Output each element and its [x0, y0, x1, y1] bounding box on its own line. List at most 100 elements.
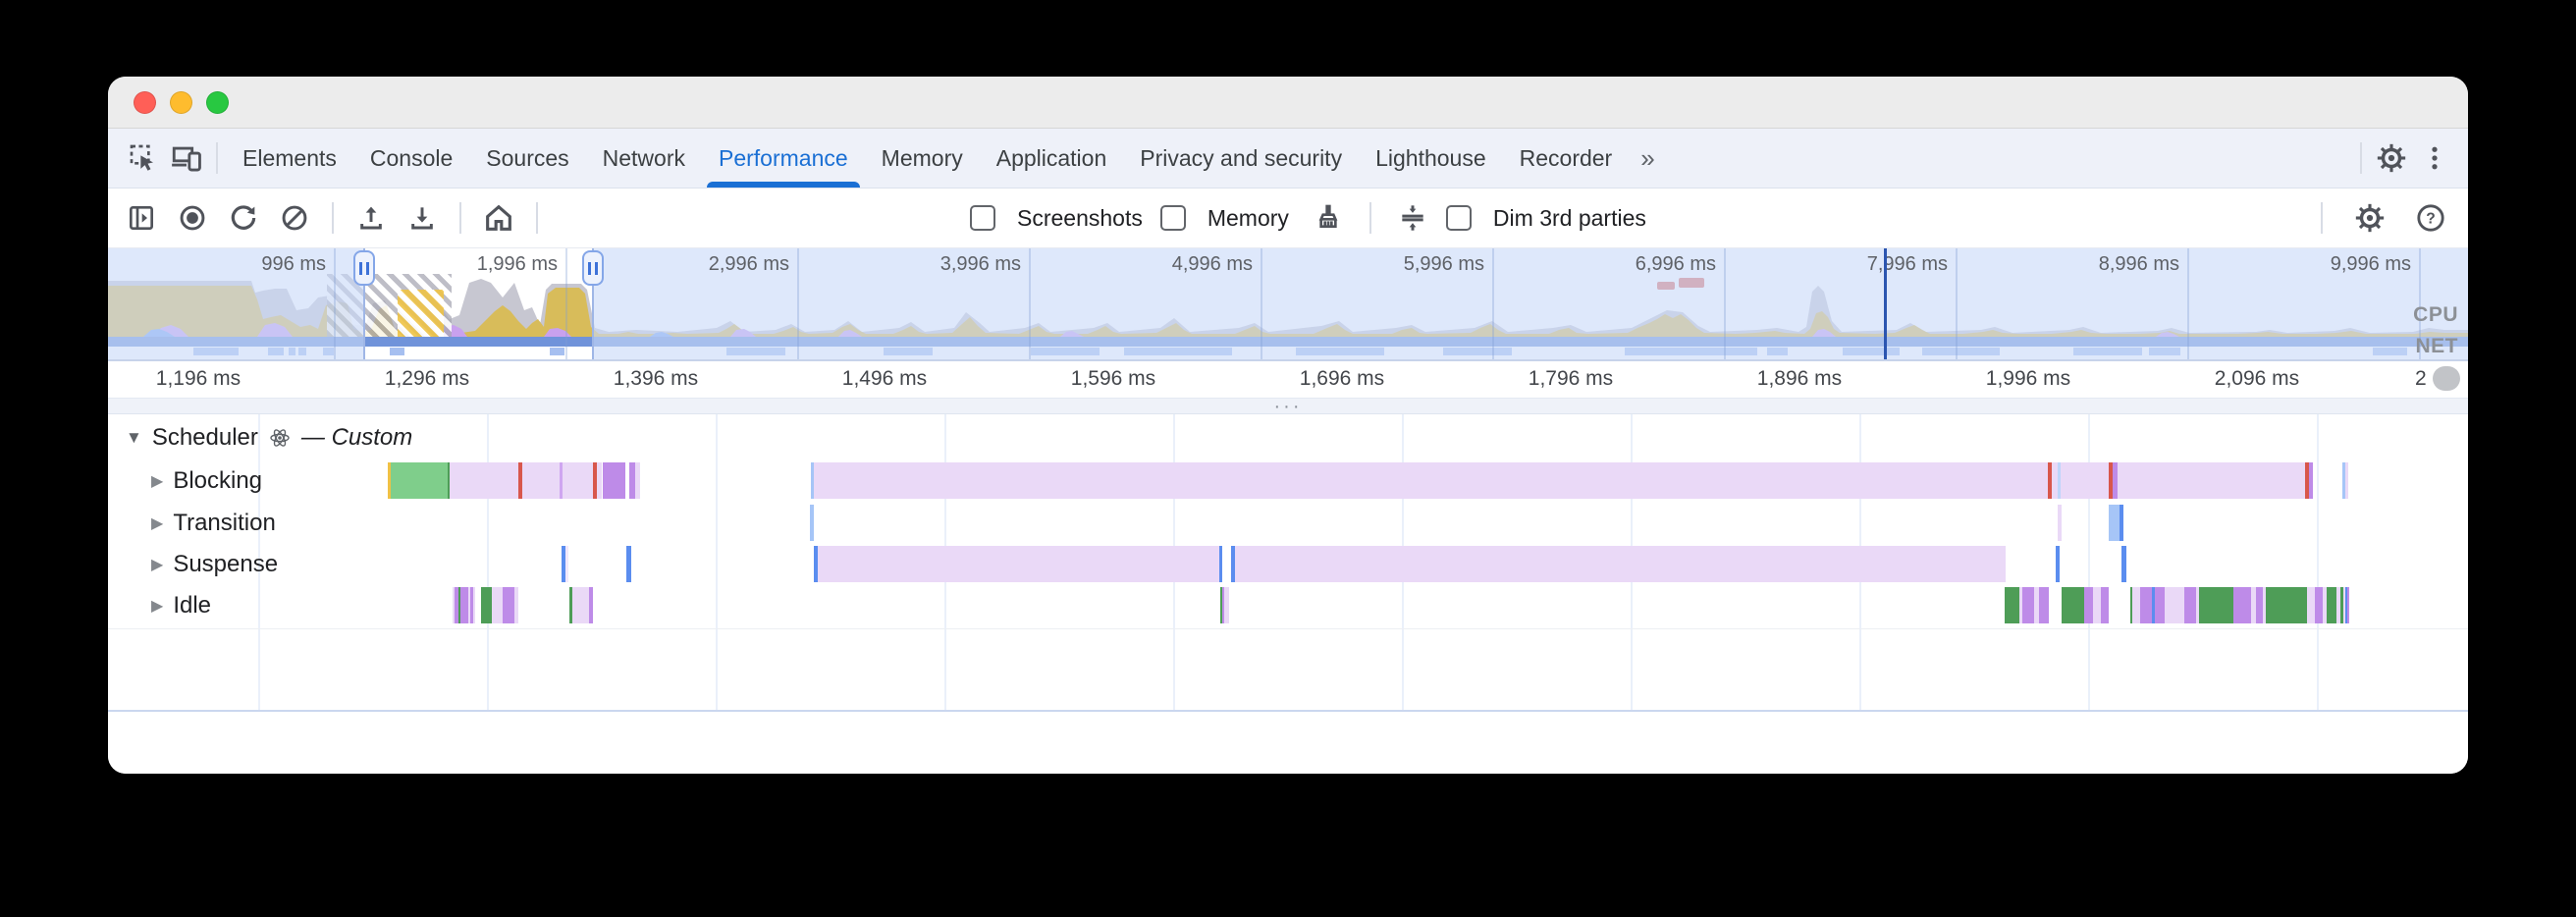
flame-segment — [2048, 462, 2052, 499]
flame-segment — [2058, 462, 2061, 499]
flame-segment — [811, 462, 814, 499]
flame-segment — [2140, 587, 2152, 623]
flame-segment — [2165, 587, 2184, 623]
tab-application[interactable]: Application — [995, 144, 1107, 171]
memory-checkbox[interactable] — [1159, 205, 1186, 231]
tab-performance[interactable]: Performance — [702, 129, 865, 188]
overview-tick — [1029, 248, 1031, 359]
tab-recorder[interactable]: Recorder — [1519, 144, 1613, 171]
tracks-bottom-line — [108, 628, 2468, 629]
flame-segment — [2132, 587, 2140, 623]
row-label-suspense[interactable]: ▶Suspense — [151, 546, 278, 582]
collapse-triangle-icon[interactable]: ▼ — [126, 428, 142, 447]
row-label-transition[interactable]: ▶Transition — [151, 505, 276, 541]
flame-segment — [629, 462, 635, 499]
settings-gear-icon[interactable] — [2370, 136, 2413, 180]
overview-tick — [2419, 248, 2421, 359]
more-tabs-icon[interactable]: » — [1640, 142, 1655, 173]
garbage-collect-icon[interactable] — [1307, 196, 1350, 240]
flame-segment — [2130, 587, 2132, 623]
record-and-reload-icon[interactable] — [222, 196, 265, 240]
ruler-label: 1,396 ms — [613, 367, 699, 390]
collapse-tracks-icon[interactable] — [1391, 196, 1434, 240]
row-label-blocking[interactable]: ▶Blocking — [151, 462, 262, 499]
flame-segment — [468, 587, 470, 623]
track-area[interactable]: ▼ Scheduler — Custom ▶Blocking ▶Transitio… — [108, 414, 2468, 774]
flame-segment — [2093, 587, 2101, 623]
download-profile-icon[interactable] — [401, 196, 444, 240]
flame-segment — [470, 587, 473, 623]
tab-lighthouse[interactable]: Lighthouse — [1375, 144, 1486, 171]
flame-segment — [2345, 462, 2348, 499]
toolbar-divider — [536, 202, 538, 234]
toggle-sidebar-icon[interactable] — [120, 196, 163, 240]
selection-handle-left[interactable] — [353, 250, 375, 286]
help-icon[interactable]: ? — [2409, 196, 2452, 240]
minimize-window-button[interactable] — [170, 90, 192, 114]
tab-network[interactable]: Network — [602, 144, 685, 171]
flame-segment — [473, 587, 475, 623]
tab-console[interactable]: Console — [369, 144, 454, 171]
selection-handle-right[interactable] — [582, 250, 604, 286]
capture-settings-gear-icon[interactable] — [2348, 196, 2391, 240]
flame-segment — [450, 462, 602, 499]
flame-segment — [1231, 546, 1235, 582]
inspect-element-icon[interactable] — [122, 136, 165, 180]
flame-segment — [626, 546, 631, 582]
kebab-menu-icon[interactable] — [2413, 136, 2456, 180]
scheduler-track-header[interactable]: ▼ Scheduler — Custom — [126, 424, 412, 452]
clear-icon[interactable] — [273, 196, 316, 240]
flame-segment — [593, 462, 597, 499]
overview-tick — [1261, 248, 1262, 359]
tab-elements[interactable]: Elements — [242, 144, 337, 171]
flame-segment — [514, 587, 518, 623]
device-toolbar-icon[interactable] — [165, 136, 208, 180]
flame-bars-suspense[interactable] — [108, 546, 2468, 582]
flame-segment — [814, 462, 2312, 499]
flame-bars-idle[interactable] — [108, 587, 2468, 623]
flame-segment — [2342, 462, 2345, 499]
expand-triangle-icon[interactable]: ▶ — [151, 556, 164, 573]
flame-segment — [2056, 546, 2060, 582]
row-label-text: Idle — [173, 591, 212, 619]
resize-drag-strip[interactable]: ··· — [108, 397, 2468, 416]
expand-triangle-icon[interactable]: ▶ — [151, 472, 164, 490]
flame-segment — [448, 462, 450, 499]
horizontal-scrollbar-thumb[interactable] — [2433, 366, 2460, 391]
flame-segment — [810, 505, 814, 541]
dim-3rd-parties-label: Dim 3rd parties — [1492, 204, 1646, 231]
flame-bars-blocking[interactable] — [108, 462, 2468, 499]
overview-tick — [1492, 248, 1494, 359]
record-icon[interactable] — [171, 196, 214, 240]
row-label-idle[interactable]: ▶ Idle — [151, 587, 211, 623]
expand-triangle-icon[interactable]: ▶ — [151, 514, 164, 532]
screenshots-checkbox[interactable] — [970, 205, 995, 231]
expand-triangle-icon[interactable]: ▶ — [151, 597, 164, 615]
flame-segment — [603, 462, 625, 499]
flame-segment — [2196, 587, 2199, 623]
maximize-window-button[interactable] — [206, 90, 229, 114]
flame-segment — [492, 587, 503, 623]
toolbar-divider — [216, 142, 218, 174]
net-request-bar — [550, 348, 564, 355]
flame-segment — [814, 546, 818, 582]
devtools-tabbar: Elements Console Sources Network Performance… — [108, 129, 2468, 189]
tab-memory[interactable]: Memory — [881, 144, 963, 171]
close-window-button[interactable] — [134, 90, 156, 114]
upload-profile-icon[interactable] — [349, 196, 393, 240]
overview-tick — [565, 248, 567, 359]
home-icon[interactable] — [477, 196, 520, 240]
flame-bars-transition[interactable] — [108, 505, 2468, 541]
dim-3rd-parties-checkbox[interactable] — [1445, 205, 1472, 231]
overview-tick-label: 996 ms — [261, 253, 326, 275]
flame-segment — [2005, 587, 2019, 623]
flame-segment — [2340, 587, 2343, 623]
overview-tick-label: 9,996 ms — [2330, 253, 2411, 275]
tab-privacy-and-security[interactable]: Privacy and security — [1140, 144, 1343, 171]
flame-segment — [2152, 587, 2155, 623]
overview-dim-right — [593, 248, 2468, 359]
tab-sources[interactable]: Sources — [486, 144, 569, 171]
hatch-region — [398, 290, 444, 337]
